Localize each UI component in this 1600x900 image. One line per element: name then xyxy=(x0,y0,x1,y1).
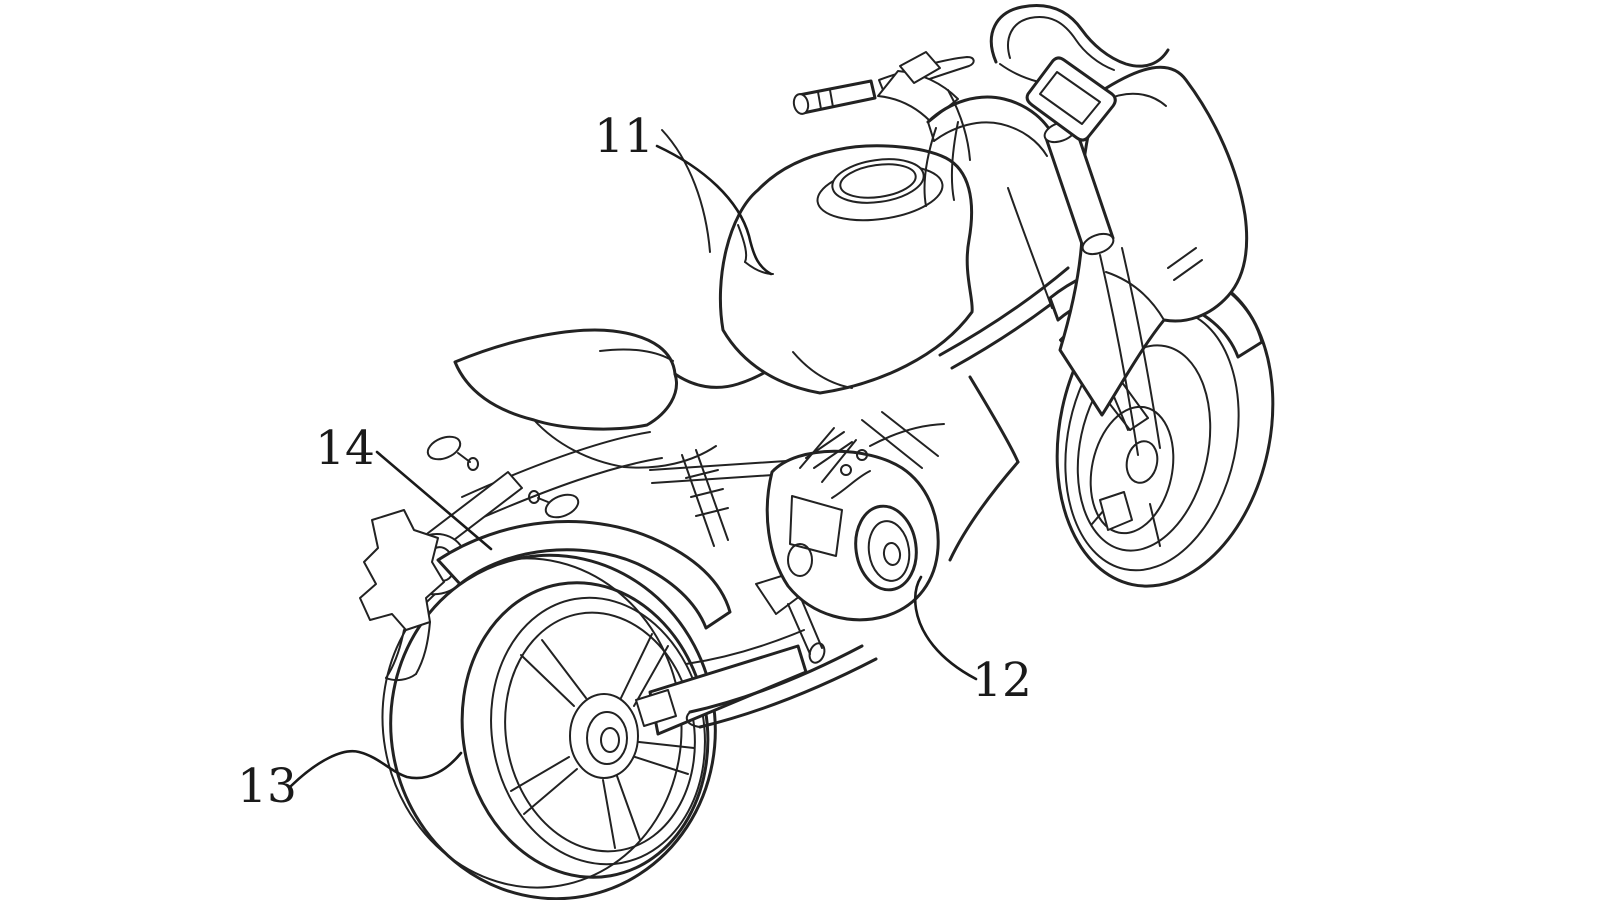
ref-label-14: 14 xyxy=(315,421,375,476)
grip xyxy=(797,79,877,115)
fork-leg xyxy=(1099,254,1139,456)
cockpit xyxy=(661,51,1161,456)
sprocket-cover xyxy=(787,543,813,577)
ref-label-12: 12 xyxy=(972,653,1032,708)
brake-rotor xyxy=(1089,405,1175,535)
bar-end xyxy=(792,93,810,115)
leader-line-11 xyxy=(655,144,773,276)
rear-fender xyxy=(436,520,732,630)
axle-block xyxy=(635,689,677,727)
pivot-plate xyxy=(789,495,843,557)
hoses xyxy=(831,449,871,499)
instrument-cluster xyxy=(1025,56,1117,142)
mud-flap xyxy=(385,621,431,682)
belly-exhaust xyxy=(685,629,878,729)
triple-clamp xyxy=(926,95,1058,157)
turn-signal-lower xyxy=(528,490,580,519)
clutch-cover xyxy=(854,504,918,592)
leader-line-14 xyxy=(375,450,493,551)
tank-body xyxy=(718,144,974,395)
leader-lines xyxy=(289,144,978,788)
front-rim xyxy=(1076,344,1212,552)
footpeg xyxy=(808,642,826,664)
plate-bracket xyxy=(359,509,445,631)
leader-line-12 xyxy=(913,575,978,681)
fork-leg-far xyxy=(1007,187,1053,309)
rear-hub xyxy=(569,693,639,779)
ref-label-13: 13 xyxy=(237,759,297,814)
reference-labels: 11 12 13 14 xyxy=(237,109,1032,814)
rear-wheel xyxy=(381,553,717,900)
front-hub xyxy=(1125,440,1159,484)
brake-caliper xyxy=(1099,491,1133,531)
rear-spokes xyxy=(510,633,695,849)
cowl-left-edge xyxy=(661,129,711,253)
turn-signal-upper xyxy=(426,435,479,471)
tail-cowl xyxy=(453,328,678,431)
handlebar-left xyxy=(792,79,877,115)
fuel-tank xyxy=(718,144,974,395)
crankcase xyxy=(765,449,940,622)
master-cylinder xyxy=(899,51,941,84)
cluster-body xyxy=(1025,56,1117,142)
cluster-screen xyxy=(1039,71,1101,125)
leader-line-13 xyxy=(289,749,463,788)
engine xyxy=(765,427,940,622)
cylinder-head xyxy=(799,427,857,483)
tail-bodywork xyxy=(453,328,795,469)
tank-crease xyxy=(737,224,748,263)
tank-seat-join xyxy=(792,351,853,389)
lower-cowl-edge xyxy=(948,375,1020,562)
fairing-lower-edge xyxy=(1105,271,1165,321)
shock-absorber xyxy=(681,449,729,547)
fuel-filler-cap xyxy=(831,158,925,204)
ref-label-11: 11 xyxy=(594,109,654,164)
seat-pad-line xyxy=(599,348,674,362)
